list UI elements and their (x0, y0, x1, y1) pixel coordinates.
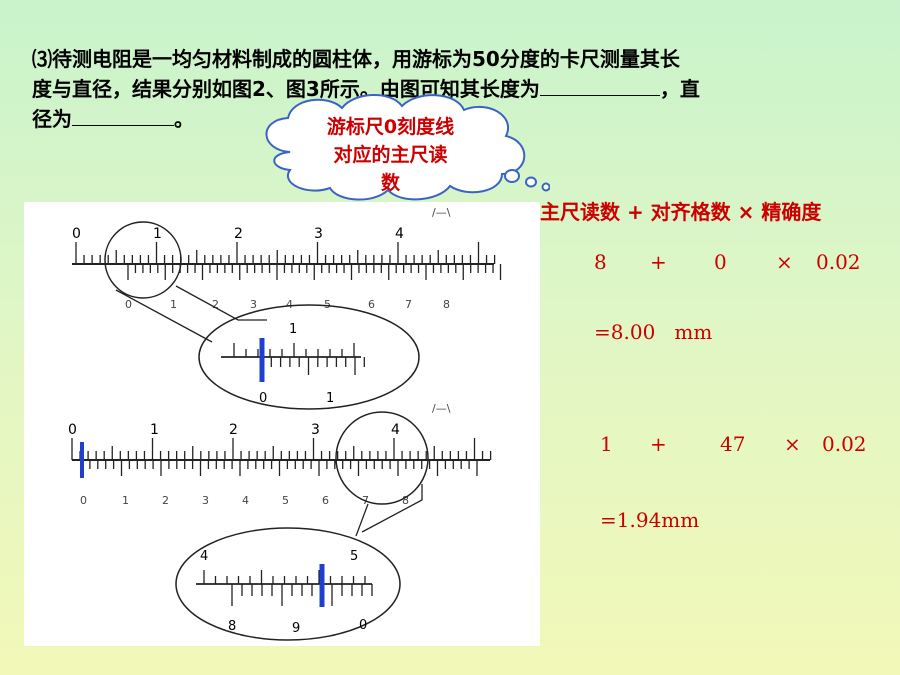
ruler1-zoom-vernier-0: 0 (259, 391, 267, 406)
problem-line-3: 径为 。 (32, 104, 852, 134)
ruler1-vernier-labels: 0 1 2 3 4 5 6 7 8 (125, 298, 450, 311)
callout-line-2: 对应的主尺读 (333, 144, 448, 166)
ruler1-label-2: 2 (234, 226, 243, 242)
ruler2-label-0: 0 (68, 422, 77, 438)
thought-cloud (265, 93, 550, 201)
calc2-precision: 0.02 (822, 432, 867, 456)
svg-text:8: 8 (402, 494, 409, 507)
problem-line-3-tail: 。 (174, 107, 194, 131)
svg-text:6: 6 (368, 298, 375, 311)
problem-line-2-tail: ，直 (659, 77, 700, 101)
ruler2-zoom-ellipse (175, 527, 401, 641)
svg-text:3: 3 (202, 494, 209, 507)
result1: =8.00 mm (594, 320, 713, 344)
unit-mark-1: /—\ (432, 206, 451, 219)
problem-line-3-text: 径为 (32, 107, 72, 131)
ruler1-zoom-ellipse (198, 304, 420, 410)
ruler2-label-1: 1 (150, 422, 159, 438)
svg-text:0: 0 (80, 494, 87, 507)
svg-text:7: 7 (405, 298, 412, 311)
caliper-figure: /—\ 0 1 2 3 4 0 1 2 3 4 5 6 7 8 1 0 1 /—\ 0 1 … (24, 202, 540, 646)
callout-line-3: 数 (380, 172, 400, 194)
svg-text:0: 0 (125, 298, 132, 311)
calc1-precision: 0.02 (816, 250, 861, 274)
ruler1-label-4: 4 (395, 226, 404, 242)
calc1-times: × (776, 250, 793, 274)
svg-text:3: 3 (250, 298, 257, 311)
calc2-main: 1 (600, 432, 613, 456)
calc1-count: 0 (714, 250, 727, 274)
ruler2-label-2: 2 (229, 422, 238, 438)
calc1-plus: + (650, 250, 667, 274)
ruler1-label-0: 0 (72, 226, 81, 242)
callout-line-1: 游标尺0刻度线 (326, 116, 455, 138)
problem-line-2-text: 度与直径，结果分别如图2、图3所示。由图可知其长度为 (32, 77, 540, 101)
ruler2-zoom-vernier-0: 0 (359, 618, 367, 633)
ruler1-label-1: 1 (153, 226, 162, 242)
callout-text: 游标尺0刻度线 对应的主尺读 数 (288, 113, 493, 197)
ruler2-zoom-main-5: 5 (350, 549, 358, 564)
problem-text: ⑶待测电阻是一均匀材料制成的圆柱体，用游标为50分度的卡尺测量其长 度与直径，结… (32, 44, 852, 134)
formula-header: 主尺读数 + 对齐格数 × 精确度 (540, 200, 822, 224)
ruler1-label-3: 3 (314, 226, 323, 242)
calc2-times: × (784, 432, 801, 456)
ruler2-zoom-vernier-9: 9 (292, 621, 300, 636)
result2: =1.94mm (600, 508, 700, 532)
ruler2-zoom-circle (335, 411, 429, 505)
svg-text:5: 5 (324, 298, 331, 311)
ruler2-zoom-main-4: 4 (200, 549, 208, 564)
ruler1-zoom-vernier-1: 1 (326, 391, 334, 406)
svg-text:1: 1 (170, 298, 177, 311)
length-answer-blank (539, 75, 660, 96)
unit-mark-2: /—\ (432, 402, 451, 415)
svg-text:5: 5 (282, 494, 289, 507)
ruler2-label-3: 3 (311, 422, 320, 438)
svg-text:6: 6 (322, 494, 329, 507)
problem-line-2: 度与直径，结果分别如图2、图3所示。由图可知其长度为 ，直 (32, 74, 852, 104)
calc1-main: 8 (594, 250, 607, 274)
problem-line-1: ⑶待测电阻是一均匀材料制成的圆柱体，用游标为50分度的卡尺测量其长 (32, 47, 680, 71)
svg-text:2: 2 (212, 298, 219, 311)
svg-text:8: 8 (443, 298, 450, 311)
ruler1-zoom-circle (104, 221, 182, 299)
svg-text:4: 4 (242, 494, 249, 507)
calc2-plus: + (650, 432, 667, 456)
svg-text:1: 1 (122, 494, 129, 507)
diameter-answer-blank (72, 105, 174, 126)
ruler2-label-4: 4 (391, 422, 400, 438)
svg-text:4: 4 (286, 298, 293, 311)
ruler1-zoom-main-label: 1 (289, 322, 297, 337)
ruler2-zoom-vernier-8: 8 (228, 619, 236, 634)
calc2-count: 47 (720, 432, 746, 456)
svg-text:2: 2 (162, 494, 169, 507)
